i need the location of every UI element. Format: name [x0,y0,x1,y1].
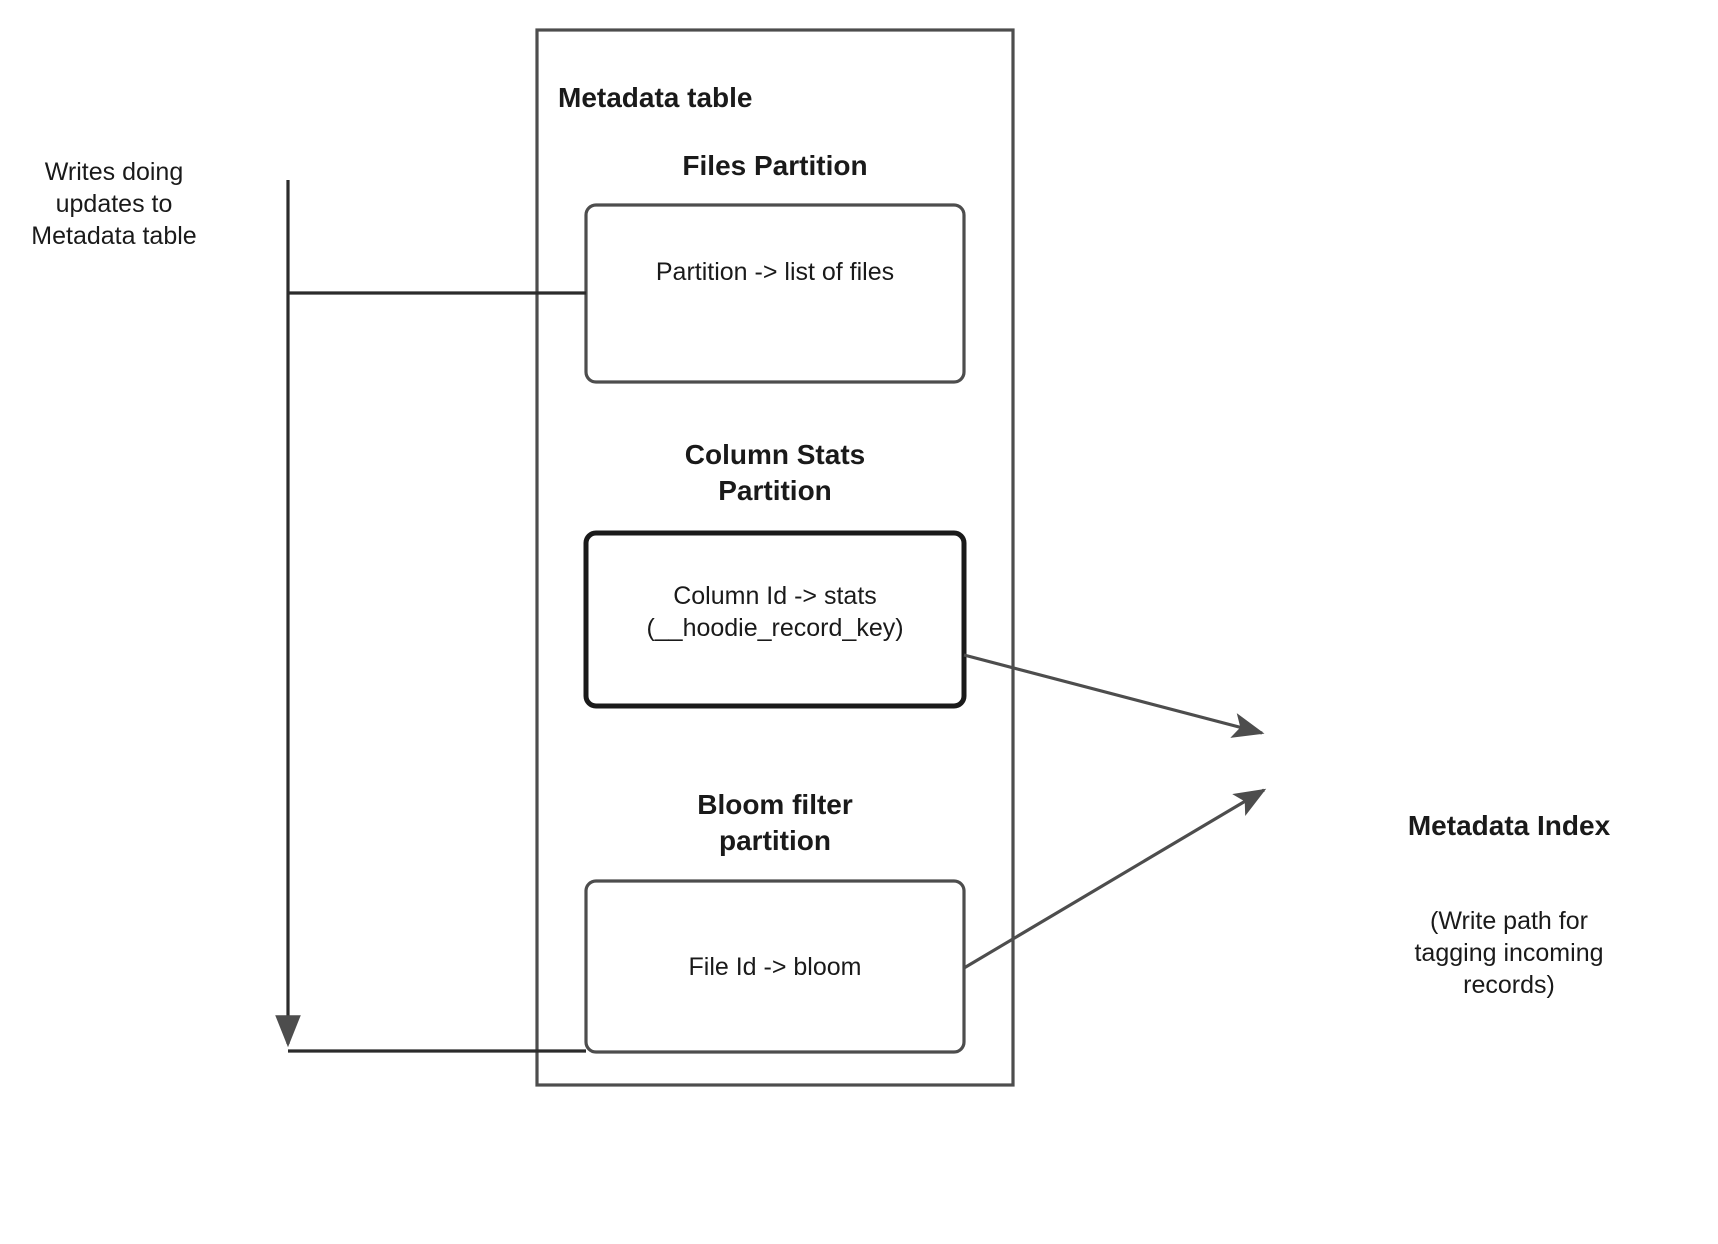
arrow-bloom-filter-to-metadata-index [963,788,1267,970]
metadata-index-caption: (Write path for tagging incoming records… [1414,907,1604,999]
writes-annotation-label: Writes doing updates to Metadata table [31,158,197,250]
arrow-column-stats-to-metadata-index [963,653,1265,738]
bloom-filter-partition-box-text: File Id -> bloom [688,953,862,981]
column-stats-partition-title: Column Stats Partition [684,439,866,506]
metadata-table-outer-box [535,28,1015,1087]
files-partition-box-text: Partition -> list of files [655,258,895,286]
metadata-index-title: Metadata Index [1407,810,1611,841]
files-partition-title: Files Partition [682,150,868,181]
metadata-table-title: Metadata table [558,82,753,113]
bloom-filter-partition-title: Bloom filter partition [697,789,853,856]
files-partition-box [584,203,966,384]
column-stats-partition-box-text: Column Id -> stats (__hoodie_record_key) [646,582,904,642]
column-stats-partition-box [583,530,967,709]
